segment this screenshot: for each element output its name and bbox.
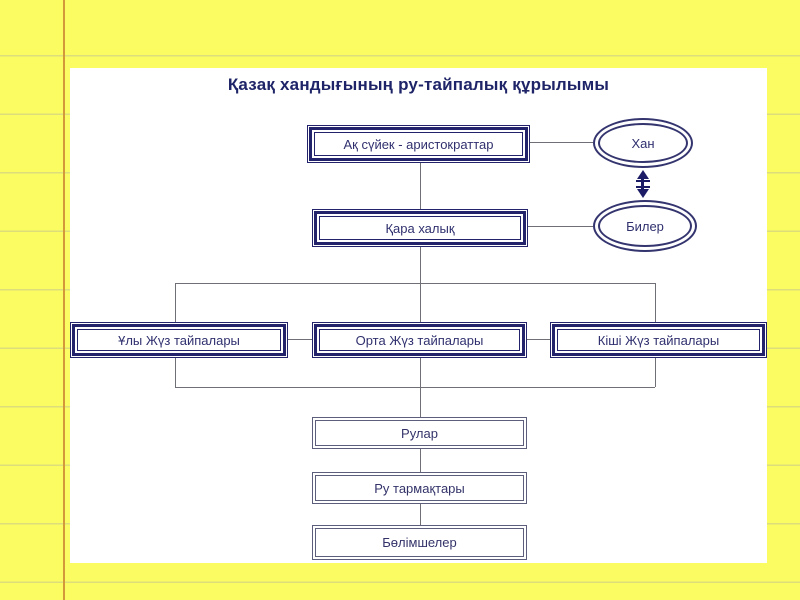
- node-aq-suyek-label: Ақ сүйек - аристократтар: [314, 132, 523, 156]
- node-biler-label: Билер: [598, 205, 692, 247]
- connector-qara-biler: [528, 226, 593, 227]
- diagram-canvas: Қазақ хандығының ру-тайпалық құрылымы Ақ: [70, 68, 767, 563]
- node-kishi-zhuz: Кіші Жүз тайпалары: [550, 322, 767, 358]
- connector-qara-branch: [420, 247, 421, 283]
- drop-to-orta: [420, 283, 421, 322]
- arrow-tick-bottom: [636, 186, 650, 188]
- node-bolimsheler-label: Бөлімшелер: [315, 528, 524, 557]
- node-orta-zhuz: Орта Жүз тайпалары: [312, 322, 527, 358]
- node-rular-label: Рулар: [315, 420, 524, 446]
- arrow-shaft: [641, 176, 644, 192]
- connector-branch-rular: [420, 387, 421, 417]
- node-rular: Рулар: [312, 417, 527, 449]
- node-khan: Хан: [593, 118, 693, 168]
- node-ru-tarmaqtary-label: Ру тармақтары: [315, 475, 524, 501]
- notebook-margin-line: [63, 0, 65, 600]
- arrow-up-icon: [637, 170, 649, 179]
- connector-tarmaq-bolim: [420, 504, 421, 525]
- node-khan-label: Хан: [598, 123, 688, 163]
- drop-to-kishi: [655, 283, 656, 322]
- drop-from-orta: [420, 358, 421, 387]
- branch-line-top: [175, 283, 655, 284]
- diagram-title: Қазақ хандығының ру-тайпалық құрылымы: [227, 75, 610, 94]
- drop-to-uly: [175, 283, 176, 322]
- drop-from-uly: [175, 358, 176, 387]
- connector-aqsuyek-khan: [530, 142, 593, 143]
- node-uly-zhuz-label: Ұлы Жүз тайпалары: [77, 329, 281, 351]
- node-ru-tarmaqtary: Ру тармақтары: [312, 472, 527, 504]
- node-kishi-zhuz-label: Кіші Жүз тайпалары: [557, 329, 760, 351]
- connector-uly-orta: [288, 339, 312, 340]
- branch-line-bottom: [175, 387, 655, 388]
- drop-from-kishi: [655, 358, 656, 387]
- node-qara-halyq-label: Қара халық: [319, 216, 521, 240]
- node-aq-suyek: Ақ сүйек - аристократтар: [307, 125, 530, 163]
- connector-rular-tarmaq: [420, 449, 421, 472]
- node-uly-zhuz: Ұлы Жүз тайпалары: [70, 322, 288, 358]
- node-orta-zhuz-label: Орта Жүз тайпалары: [319, 329, 520, 351]
- node-qara-halyq: Қара халық: [312, 209, 528, 247]
- arrow-down-icon: [637, 189, 649, 198]
- node-bolimsheler: Бөлімшелер: [312, 525, 527, 560]
- node-biler: Билер: [593, 200, 697, 252]
- connector-aqsuyek-qara: [420, 163, 421, 209]
- connector-orta-kishi: [527, 339, 550, 340]
